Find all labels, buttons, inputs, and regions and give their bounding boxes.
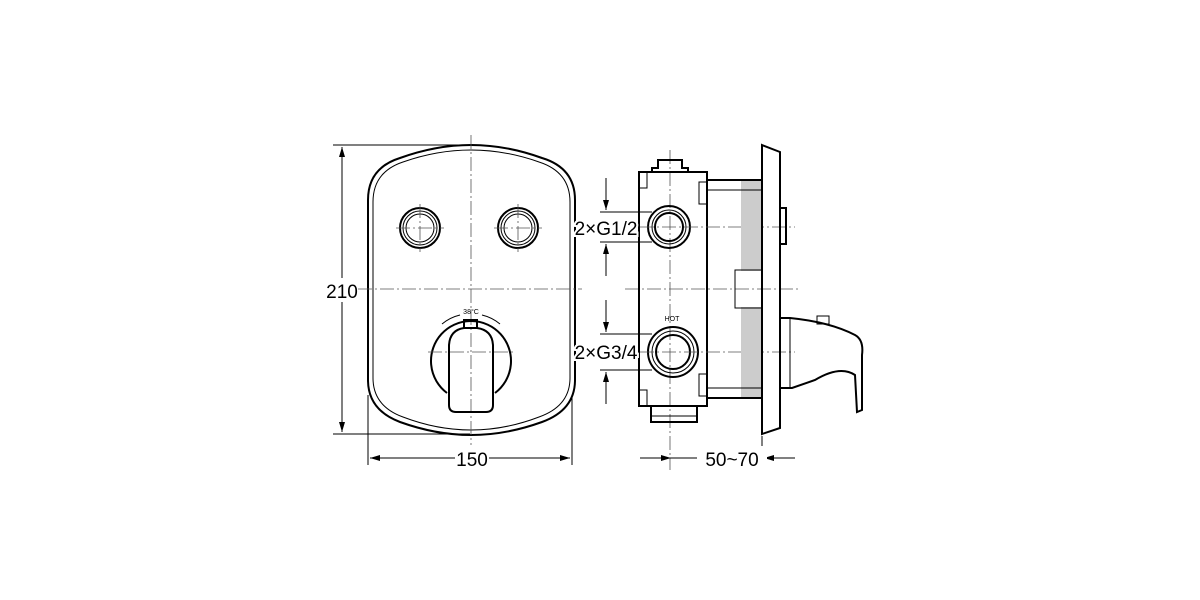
lower-port-dimension (600, 300, 652, 404)
lower-port-dim-label: 2×G3/4 (575, 343, 638, 364)
side-view: HOT 2×G1/2 2×G3/4 (573, 143, 864, 471)
hot-label: HOT (665, 316, 681, 323)
side-push-button (779, 207, 787, 245)
height-dimension-label: 210 (326, 282, 358, 303)
push-button-left (396, 204, 444, 252)
depth-dimension (640, 436, 795, 470)
side-cover-plate (761, 143, 781, 436)
bottom-nut (650, 406, 698, 423)
push-button-right (494, 204, 542, 252)
side-handle (779, 317, 864, 414)
cover-plate-outline (367, 143, 576, 437)
width-dimension (367, 395, 573, 470)
valve-body (638, 171, 708, 407)
depth-dimension-label: 50~70 (705, 450, 758, 471)
front-view: 38°C 210 150 (326, 135, 582, 471)
upper-port-dimension (600, 178, 652, 276)
width-dimension-label: 150 (456, 450, 488, 471)
cover-plate-inner (372, 149, 571, 431)
upper-port-dim-label: 2×G1/2 (575, 219, 638, 240)
height-dimension (326, 144, 470, 435)
upper-port (640, 205, 795, 249)
threaded-sleeve (707, 179, 763, 399)
lower-port (640, 326, 795, 378)
top-nut (651, 159, 689, 172)
thermostatic-handle (428, 314, 514, 413)
temp-label: 38°C (463, 308, 479, 316)
